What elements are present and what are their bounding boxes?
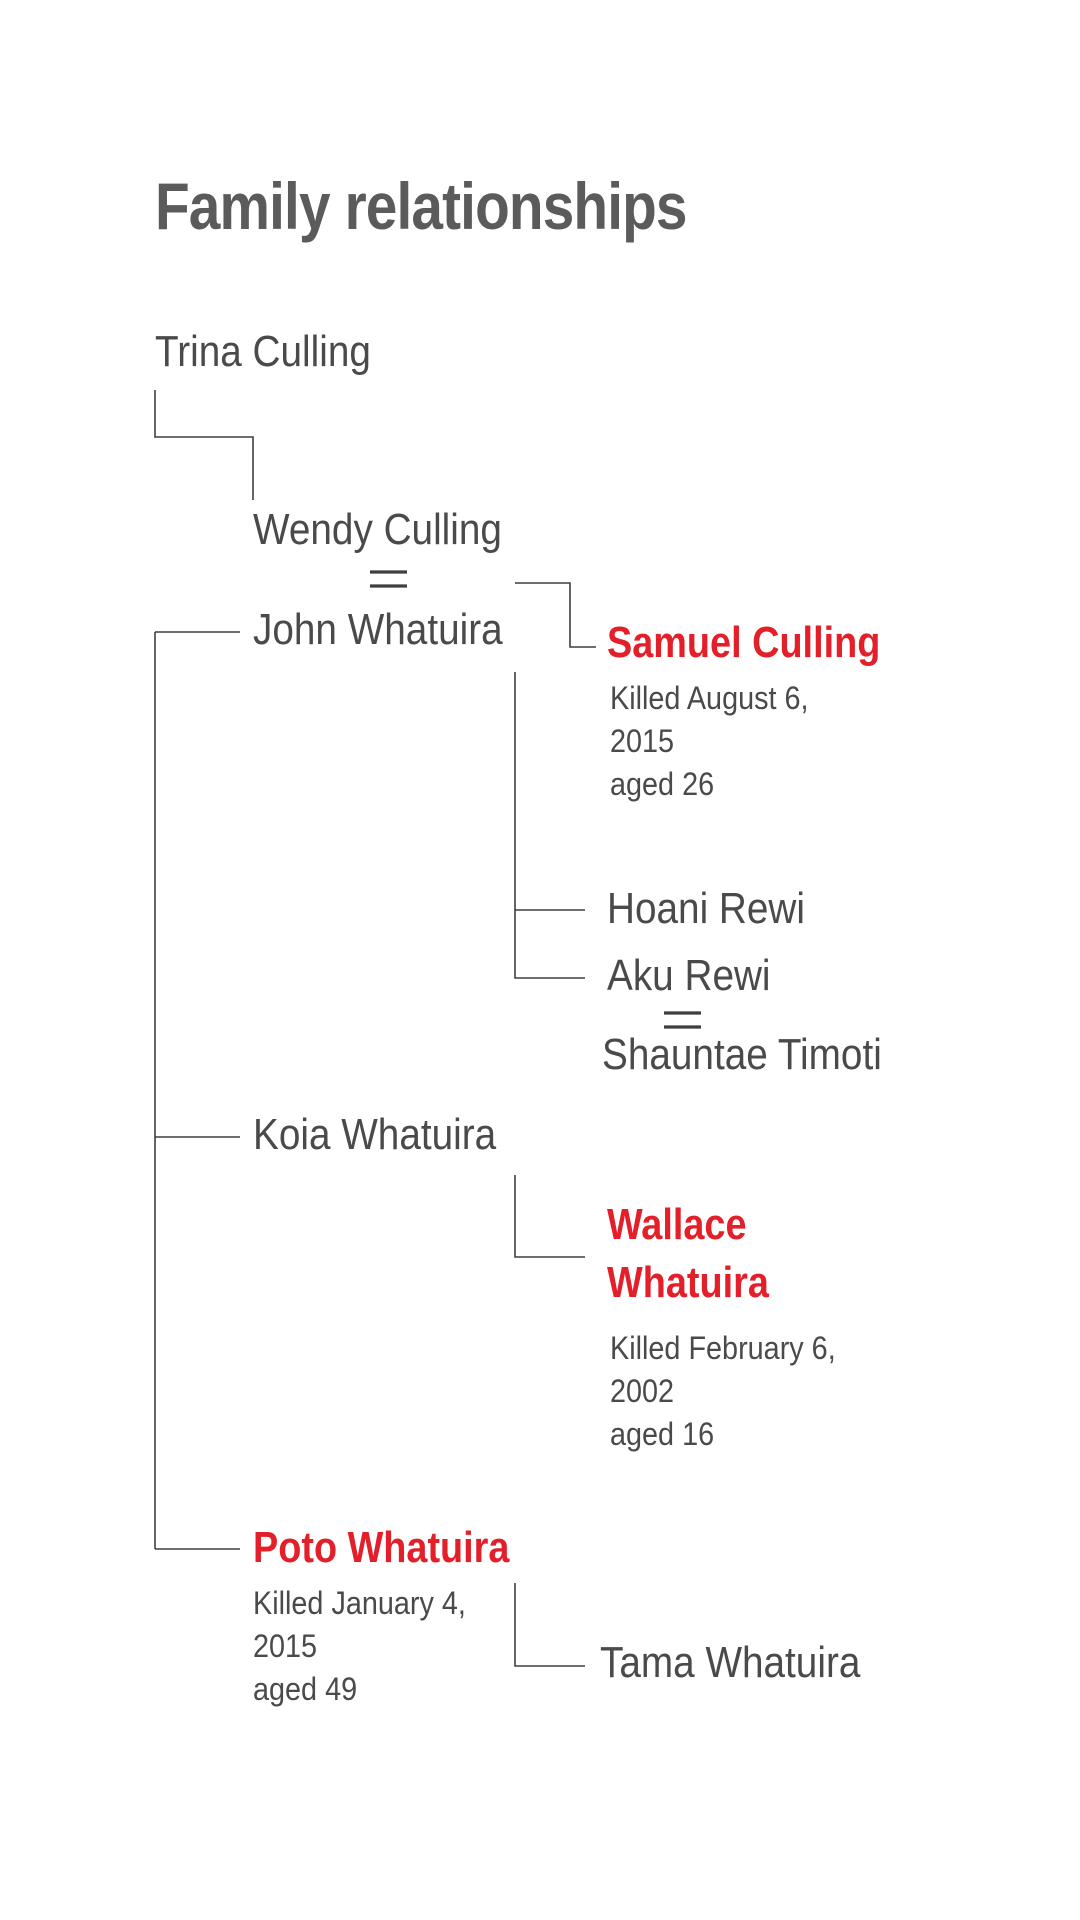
connector-to-wallace xyxy=(514,1175,585,1258)
wallace-note-line-1: Killed February 6, xyxy=(610,1330,836,1366)
victim-samuel-culling: Samuel Culling xyxy=(607,618,881,667)
connector-trina-wendy xyxy=(154,390,254,500)
poto-note-line-2: 2015 xyxy=(253,1628,318,1664)
samuel-note-line-2: 2015 xyxy=(610,723,675,759)
victim-wallace-note: Killed February 6, 2002 aged 16 xyxy=(610,1327,836,1456)
victim-wallace-whatuira: Wallace Whatuira xyxy=(607,1196,769,1312)
person-tama-whatuira: Tama Whatuira xyxy=(600,1638,861,1687)
person-wendy-culling: Wendy Culling xyxy=(253,505,502,554)
person-koia-whatuira: Koia Whatuira xyxy=(253,1110,497,1159)
samuel-note-line-3: aged 26 xyxy=(610,766,715,802)
wallace-note-line-2: 2002 xyxy=(610,1373,675,1409)
person-hoani-rewi: Hoani Rewi xyxy=(607,884,805,933)
wallace-name-line-1: Wallace xyxy=(607,1200,747,1249)
poto-note-line-3: aged 49 xyxy=(253,1671,358,1707)
victim-samuel-note: Killed August 6, 2015 aged 26 xyxy=(610,677,809,806)
connector-to-tama xyxy=(514,1583,585,1667)
wallace-note-line-3: aged 16 xyxy=(610,1416,715,1452)
connector-john-children xyxy=(514,672,585,979)
wallace-name-line-2: Whatuira xyxy=(607,1258,769,1307)
connector-to-samuel xyxy=(515,582,596,648)
person-trina-culling: Trina Culling xyxy=(155,327,371,376)
victim-poto-note: Killed January 4, 2015 aged 49 xyxy=(253,1582,466,1711)
person-aku-rewi: Aku Rewi xyxy=(607,951,771,1000)
person-shauntae-timoti: Shauntae Timoti xyxy=(602,1030,882,1079)
victim-poto-whatuira: Poto Whatuira xyxy=(253,1523,510,1572)
person-john-whatuira: John Whatuira xyxy=(253,605,503,654)
page-title: Family relationships xyxy=(155,169,688,243)
samuel-note-line-1: Killed August 6, xyxy=(610,680,809,716)
poto-note-line-1: Killed January 4, xyxy=(253,1585,466,1621)
